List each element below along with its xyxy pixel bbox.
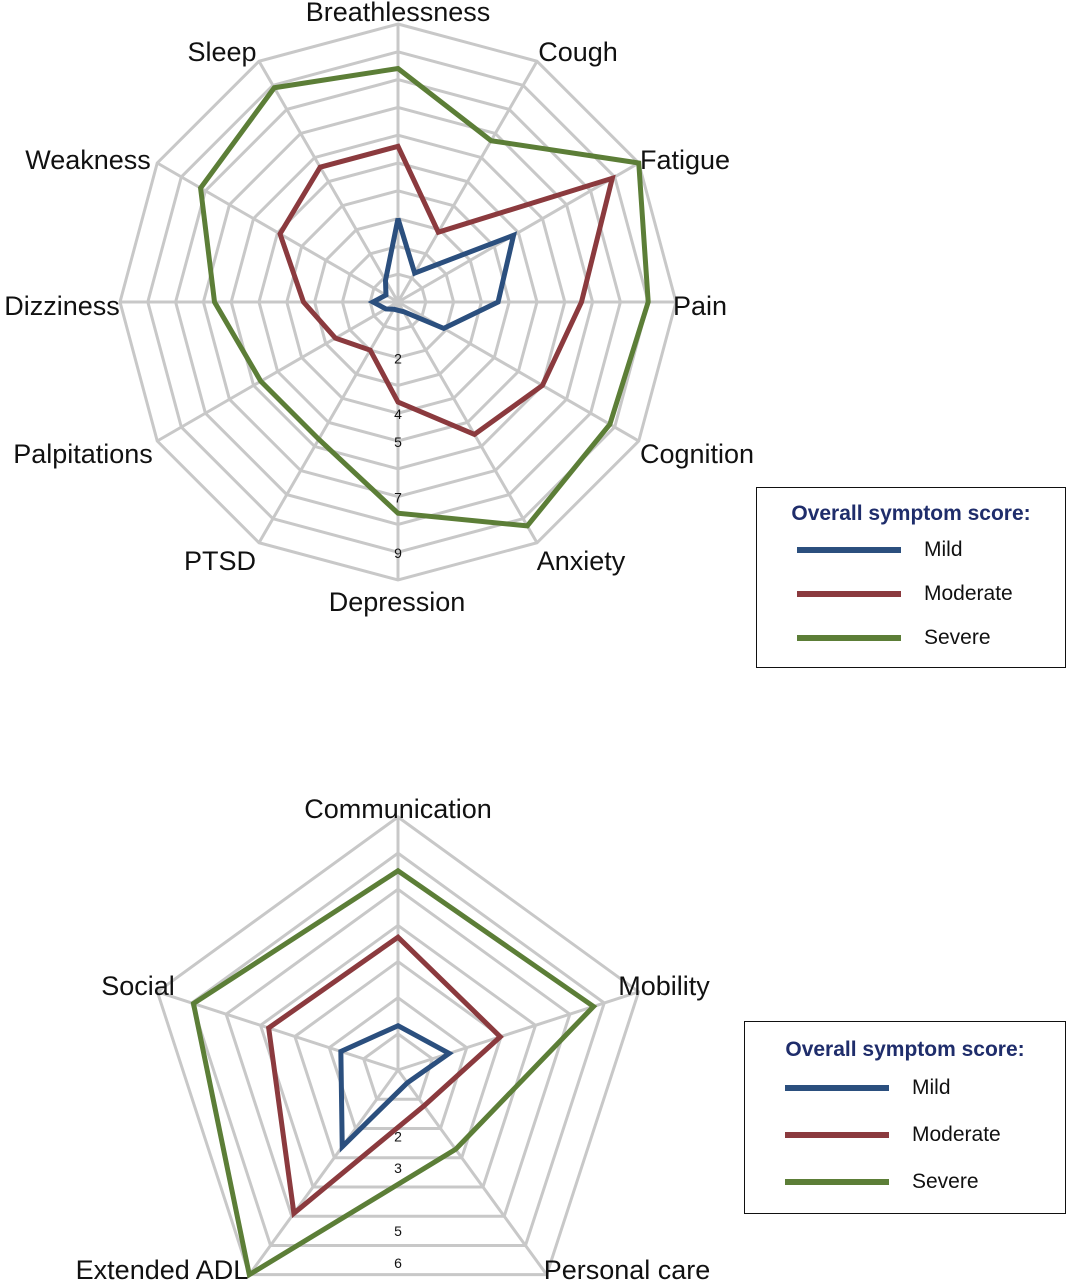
tick-label: 2 bbox=[394, 1128, 402, 1144]
legend-item-mild: Mild bbox=[785, 1064, 1065, 1111]
axis-label: Anxiety bbox=[537, 546, 626, 576]
legend-item-mild: Mild bbox=[797, 528, 1065, 572]
spoke bbox=[396, 60, 539, 303]
tick-label: 5 bbox=[394, 434, 402, 450]
spoke bbox=[396, 301, 539, 544]
tick-label: 5 bbox=[394, 1223, 402, 1239]
series-line-mild bbox=[367, 217, 518, 332]
tick-label: 9 bbox=[394, 545, 402, 561]
legend-title: Overall symptom score: bbox=[791, 502, 1031, 525]
legend: Overall symptom score: Mild Moderate Sev… bbox=[744, 1021, 1066, 1214]
spoke bbox=[248, 1069, 400, 1276]
legend-item-severe: Severe bbox=[797, 616, 1065, 660]
legend-swatch bbox=[785, 1131, 889, 1138]
legend-label: Mild bbox=[924, 538, 963, 561]
legend-swatch bbox=[785, 1084, 889, 1091]
legend-swatch bbox=[785, 1178, 889, 1185]
spoke bbox=[397, 990, 640, 1072]
legend-item-severe: Severe bbox=[785, 1158, 1065, 1205]
tick-label: 3 bbox=[394, 1160, 402, 1176]
axis-label: Extended ADL bbox=[76, 1255, 249, 1280]
axis-label: Breathlessness bbox=[306, 0, 491, 27]
axis-label: Cough bbox=[538, 37, 618, 67]
spoke bbox=[156, 990, 399, 1072]
axis-label: Pain bbox=[673, 291, 727, 321]
axis-label: Personal care bbox=[544, 1255, 711, 1280]
grid-ring bbox=[224, 887, 572, 1218]
axis-label: Dizziness bbox=[4, 291, 120, 321]
series-line-severe bbox=[197, 65, 651, 529]
legend-label: Severe bbox=[912, 1169, 979, 1193]
tick-label: 4 bbox=[394, 406, 402, 422]
series bbox=[190, 867, 598, 1279]
grid-ring bbox=[155, 815, 641, 1277]
series-line-severe bbox=[190, 867, 598, 1279]
spokes bbox=[156, 817, 640, 1276]
legend-item-moderate: Moderate bbox=[785, 1111, 1065, 1158]
tick-label: 7 bbox=[394, 490, 402, 506]
tick-label: 2 bbox=[394, 351, 402, 367]
series bbox=[197, 65, 651, 529]
legend-label: Moderate bbox=[912, 1122, 1001, 1146]
spoke bbox=[257, 301, 400, 544]
legend: Overall symptom score: Mild Moderate Sev… bbox=[756, 487, 1066, 668]
legend-item-moderate: Moderate bbox=[797, 572, 1065, 616]
axis-label: Sleep bbox=[187, 37, 256, 67]
legend-title: Overall symptom score: bbox=[785, 1038, 1025, 1061]
series-line-moderate bbox=[277, 143, 616, 438]
legend-label: Severe bbox=[924, 626, 991, 649]
axis-label: Communication bbox=[304, 794, 492, 824]
axis-label: Cognition bbox=[640, 439, 754, 469]
spokes bbox=[120, 24, 676, 580]
grid-ring bbox=[189, 851, 607, 1247]
legend-swatch bbox=[797, 591, 901, 597]
grid-ring bbox=[361, 1032, 435, 1101]
axis-label: Depression bbox=[329, 587, 466, 617]
axis-labels: BreathlessnessCoughFatiguePainCognitionA… bbox=[4, 0, 754, 617]
axis-label: Weakness bbox=[25, 145, 151, 175]
legend-swatch bbox=[797, 635, 901, 641]
legend-swatch bbox=[797, 547, 901, 553]
spoke bbox=[156, 300, 399, 443]
spoke bbox=[257, 60, 400, 303]
spoke bbox=[397, 161, 640, 304]
axis-label: Palpitations bbox=[13, 439, 153, 469]
tick-labels: 2 4 5 7 9 bbox=[394, 351, 402, 562]
series-line-mild bbox=[338, 1022, 454, 1153]
series-line-moderate bbox=[265, 933, 504, 1219]
axis-label: PTSD bbox=[184, 546, 256, 576]
legend-label: Mild bbox=[912, 1075, 951, 1099]
tick-label: 6 bbox=[394, 1255, 402, 1271]
axis-label: Fatigue bbox=[640, 145, 730, 175]
legend-label: Moderate bbox=[924, 582, 1013, 605]
axis-label: Social bbox=[101, 971, 175, 1001]
spoke bbox=[156, 161, 399, 304]
symptom-radar-chart: 2 4 5 7 9 BreathlessnessCoughFatiguePainCogn… bbox=[4, 0, 754, 617]
tick-labels: 23567 bbox=[394, 1128, 402, 1271]
axis-label: Mobility bbox=[618, 971, 710, 1001]
